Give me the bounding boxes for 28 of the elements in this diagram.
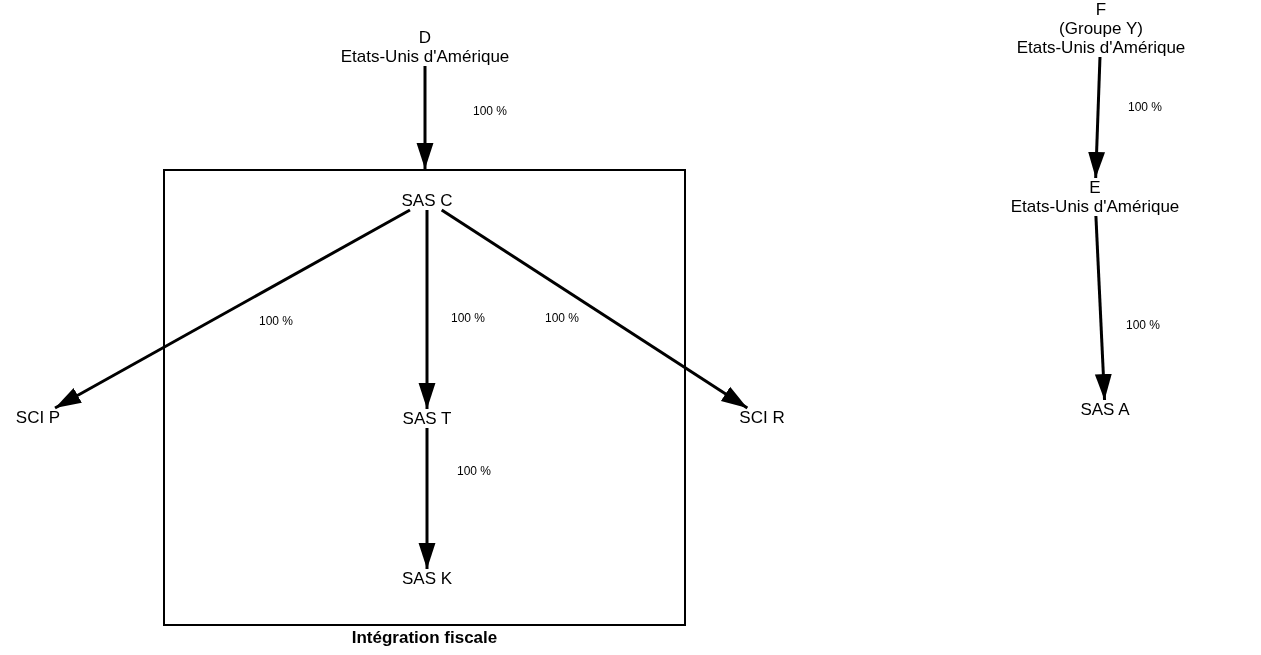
edge-label: 100 %	[472, 104, 509, 118]
arrow	[1088, 56, 1106, 179]
arrow	[418, 210, 436, 409]
edge-label: 100 %	[258, 314, 295, 328]
entity-label: E	[1089, 178, 1101, 197]
arrow	[416, 66, 434, 169]
entity-label: SAS T	[402, 409, 452, 428]
arrow	[54, 208, 411, 410]
arrow	[440, 208, 749, 410]
edge-label: 100 %	[1125, 318, 1162, 332]
entity-label: SAS K	[401, 569, 453, 588]
entity-label: F	[1095, 0, 1107, 19]
entity-label: SAS C	[401, 191, 453, 210]
entity-label: Etats-Unis d'Amérique	[340, 47, 510, 66]
entity-label: (Groupe Y)	[1059, 19, 1143, 38]
arrow	[418, 428, 436, 569]
arrow	[1094, 215, 1112, 401]
edge-label: 100 %	[544, 311, 581, 325]
group-caption: Intégration fiscale	[351, 628, 498, 648]
edge-label: 100 %	[456, 464, 493, 478]
entity-label: Etats-Unis d'Amérique	[1010, 197, 1180, 216]
entity-label: SAS A	[1080, 400, 1130, 419]
edge-label: 100 %	[450, 311, 487, 325]
entity-label: Etats-Unis d'Amérique	[1016, 38, 1186, 57]
edge-label: 100 %	[1127, 100, 1164, 114]
entity-label: D	[418, 28, 432, 47]
entity-label: SCI R	[739, 408, 785, 427]
entity-label: SCI P	[15, 408, 61, 427]
